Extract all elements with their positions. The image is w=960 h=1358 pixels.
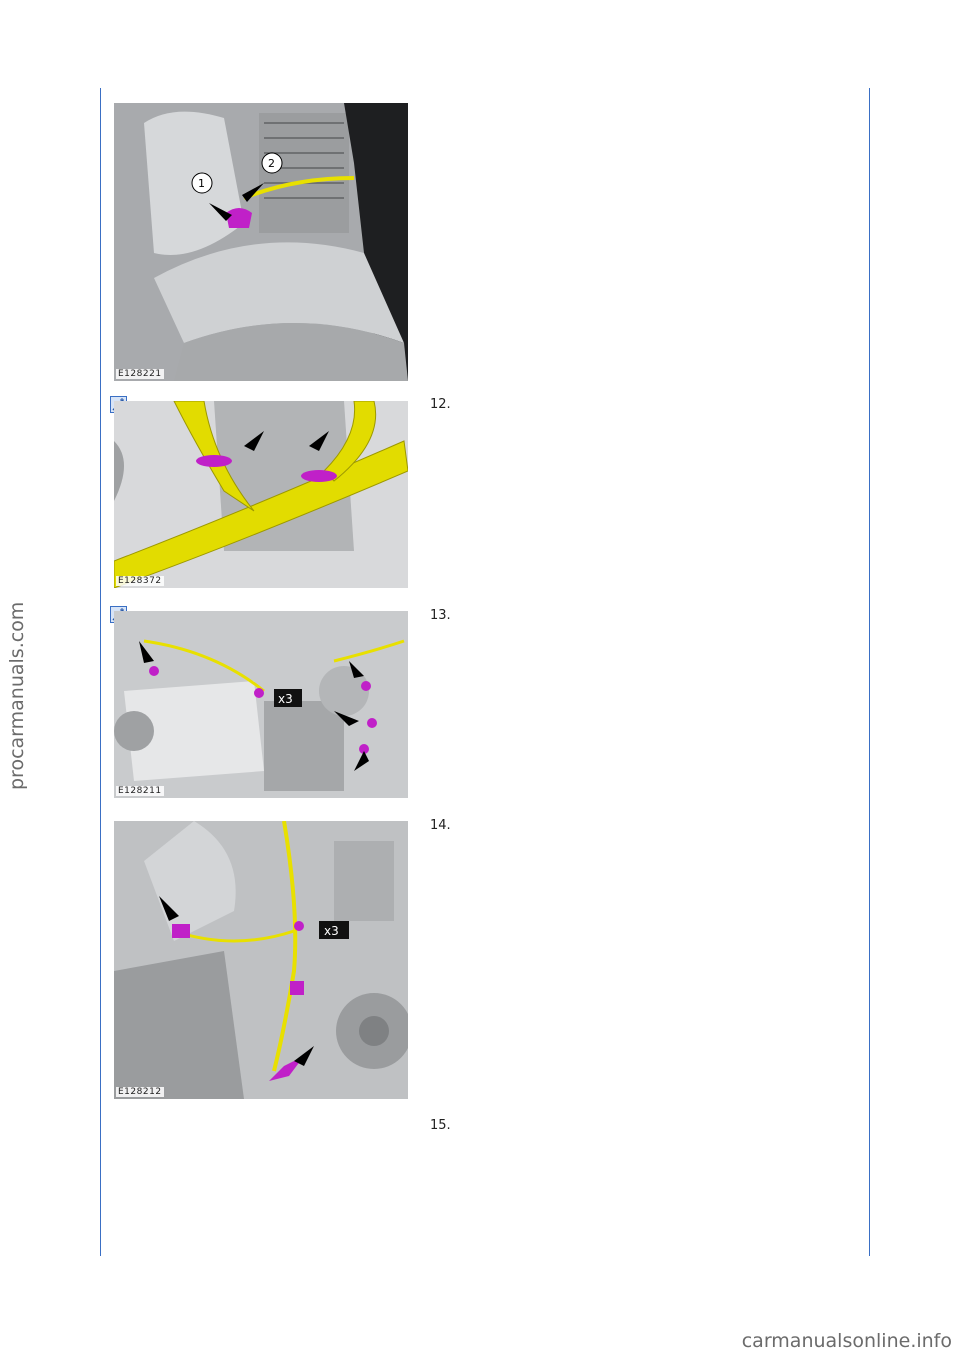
side-watermark: procarmanuals.com xyxy=(6,601,28,790)
engine-bay-illustration: x3 xyxy=(114,821,408,1099)
multiplier-label: x3 xyxy=(278,692,293,706)
figure-code: E128221 xyxy=(116,369,164,379)
figure-e128212: x3 E128212 xyxy=(114,821,408,1099)
figure-code: E128212 xyxy=(116,1087,164,1097)
figure-code: E128211 xyxy=(116,786,164,796)
right-margin-rule xyxy=(869,88,870,1256)
engine-illustration: 1 2 xyxy=(114,103,408,381)
figure-e128221: 1 2 E128221 xyxy=(114,103,408,381)
step-number: 12. xyxy=(430,397,451,412)
callout-1: 1 xyxy=(198,177,205,190)
step-number: 15. xyxy=(430,1118,451,1133)
left-margin-rule xyxy=(100,88,101,1256)
figure-code: E128372 xyxy=(116,576,164,586)
multiplier-label: x3 xyxy=(324,924,339,938)
callout-2: 2 xyxy=(268,157,275,170)
alternator-illustration: x3 xyxy=(114,611,408,798)
harness-illustration xyxy=(114,401,408,588)
step-number: 13. xyxy=(430,608,451,623)
step-number: 14. xyxy=(430,818,451,833)
figure-e128211: x3 E128211 xyxy=(114,611,408,798)
figure-e128372: E128372 xyxy=(114,401,408,588)
footer-watermark: carmanualsonline.info xyxy=(741,1330,952,1352)
